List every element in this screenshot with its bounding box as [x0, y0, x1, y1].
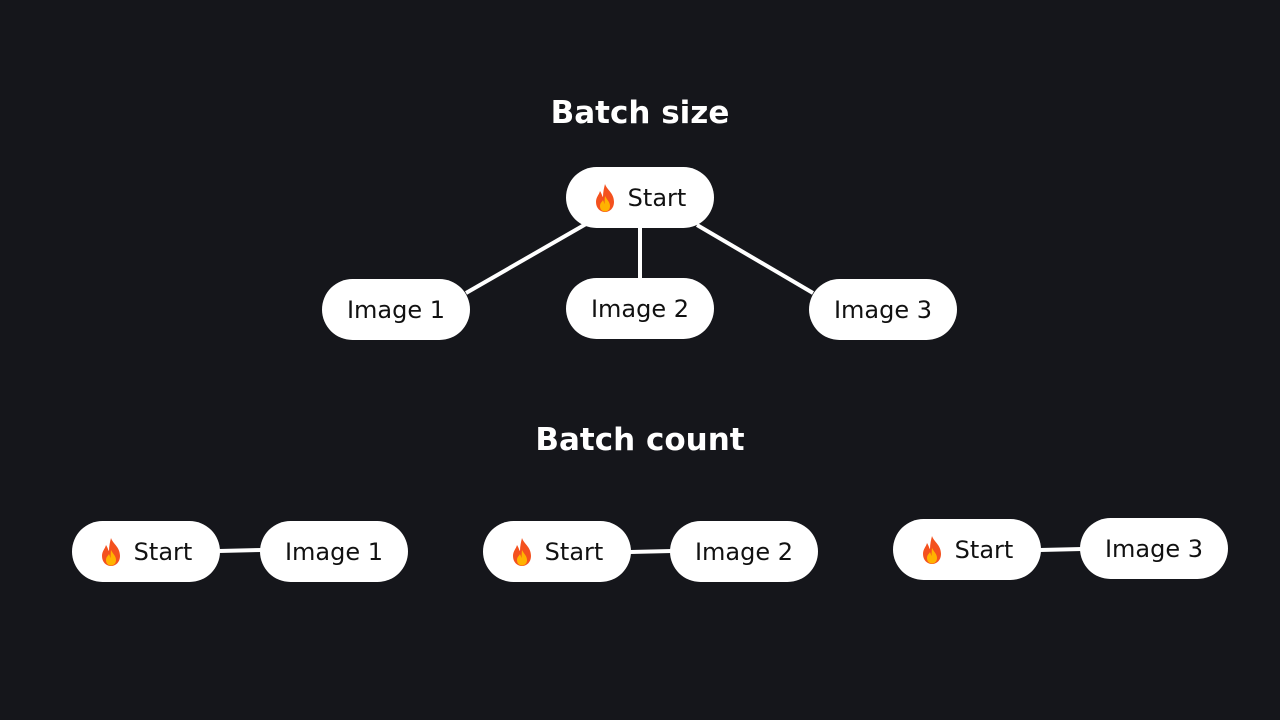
fire-icon [100, 537, 122, 567]
connector-pair-3 [1039, 547, 1083, 552]
batch-count-image-node-1: Image 1 [260, 521, 408, 582]
fire-icon [594, 183, 616, 213]
batch-count-image-node-2: Image 2 [670, 521, 818, 582]
connector-start-to-image-1 [465, 222, 587, 295]
batch-size-image-2-node: Image 2 [566, 278, 714, 339]
fire-icon [511, 537, 533, 567]
connector-start-to-image-3 [695, 223, 815, 295]
batch-size-title: Batch size [550, 95, 730, 131]
image-label: Image 2 [694, 537, 794, 566]
batch-size-start-node: Start [566, 167, 714, 228]
image-label: Image 3 [833, 295, 933, 324]
connector-pair-1 [218, 548, 263, 553]
batch-size-image-1-node: Image 1 [322, 279, 470, 340]
start-label: Start [627, 183, 687, 212]
batch-size-image-3-node: Image 3 [809, 279, 957, 340]
batch-count-start-node-1: Start [72, 521, 220, 582]
start-label: Start [544, 537, 604, 566]
image-label: Image 1 [346, 295, 446, 324]
batch-count-image-node-3: Image 3 [1080, 518, 1228, 579]
fire-icon [921, 535, 943, 565]
start-label: Start [954, 535, 1014, 564]
image-label: Image 3 [1104, 534, 1204, 563]
image-label: Image 1 [284, 537, 384, 566]
start-label: Start [133, 537, 193, 566]
batch-count-start-node-3: Start [893, 519, 1041, 580]
connector-pair-2 [629, 549, 673, 554]
image-label: Image 2 [590, 294, 690, 323]
batch-count-start-node-2: Start [483, 521, 631, 582]
batch-count-title: Batch count [535, 422, 745, 458]
